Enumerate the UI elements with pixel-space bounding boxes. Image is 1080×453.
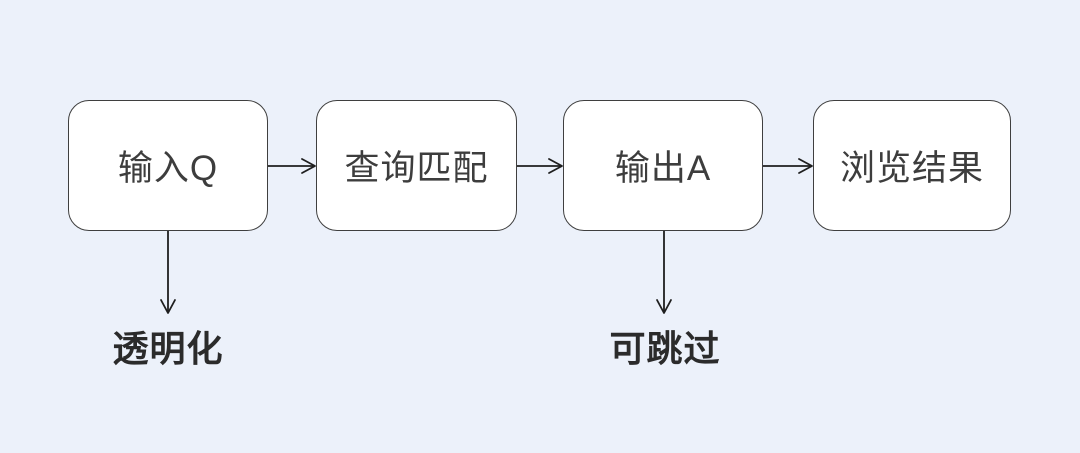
arrow-output-to-skippable (656, 230, 672, 314)
arrow-input-to-transparency (160, 230, 176, 314)
node-query-match-label: 查询匹配 (344, 149, 489, 188)
arrow-output-to-browse (762, 158, 813, 174)
arrow-input-to-match (267, 158, 316, 174)
node-input-q: 输入Q (68, 100, 268, 231)
node-output-a-label: 输出A (614, 149, 712, 188)
annotation-transparency: 透明化 (112, 328, 224, 369)
node-output-a: 输出A (563, 100, 763, 231)
annotation-skippable: 可跳过 (609, 328, 721, 369)
node-query-match: 查询匹配 (316, 100, 517, 231)
arrow-match-to-output (516, 158, 563, 174)
node-browse-results-label: 浏览结果 (839, 149, 984, 188)
node-input-q-label: 输入Q (117, 149, 219, 188)
node-browse-results: 浏览结果 (813, 100, 1011, 231)
